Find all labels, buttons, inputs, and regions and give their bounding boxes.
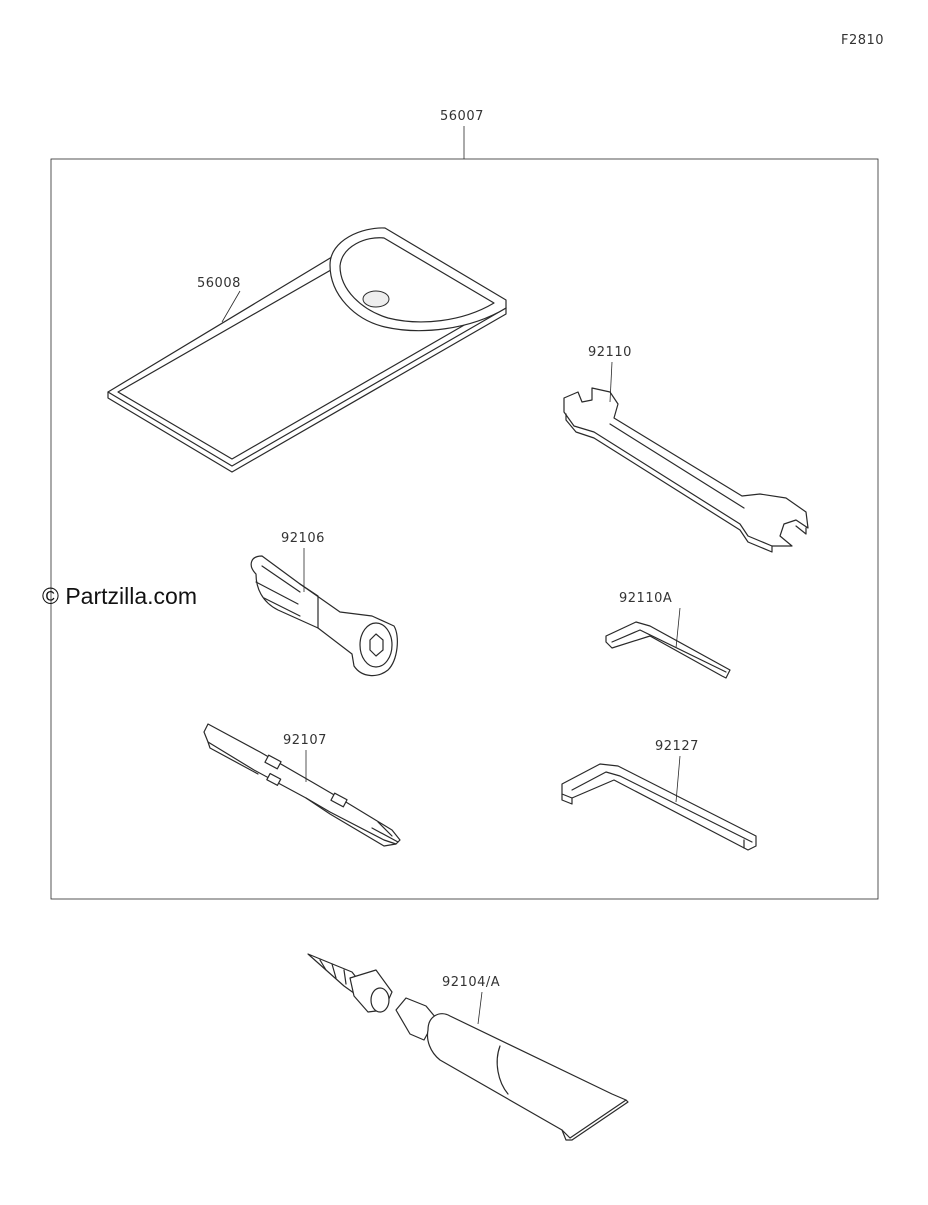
grease-nozzle-rings — [319, 959, 347, 985]
grease-tube-crimp — [561, 1099, 629, 1141]
callout-kit[interactable]: 56007 — [440, 109, 484, 124]
pouch-flap-inner — [339, 237, 495, 323]
socket-end-face — [359, 622, 393, 668]
hex-key-small-body — [605, 621, 731, 679]
pouch-edge — [107, 307, 507, 473]
tool-pouch[interactable]: 56008 — [107, 227, 507, 473]
grease-tube-label-line — [496, 1045, 509, 1095]
callout-grease-tube[interactable]: 92104/A — [442, 975, 500, 990]
screwdriver-bit[interactable]: 92107 — [203, 723, 401, 847]
wrench-body — [563, 387, 809, 547]
figure-code: F2810 — [841, 33, 884, 48]
screwdriver-phillips-tip — [371, 821, 399, 843]
grease-tube[interactable]: 92104/A — [307, 953, 629, 1141]
open-end-wrench[interactable]: 92110 — [563, 345, 809, 553]
hex-key-small-ridge — [611, 629, 727, 673]
screwdriver-clip-3 — [330, 792, 348, 808]
pouch-body — [107, 227, 507, 467]
screwdriver-clip-2 — [266, 772, 282, 786]
leader-pouch — [221, 290, 241, 323]
callout-hex-key-large[interactable]: 92127 — [655, 739, 699, 754]
hex-key-large[interactable]: 92127 — [561, 739, 757, 851]
screwdriver-edge — [207, 741, 397, 847]
grease-tube-body — [426, 1013, 627, 1139]
watermark-text: © Partzilla.com — [42, 583, 197, 609]
wrench-ridge — [609, 423, 745, 509]
socket-grip-lines — [255, 565, 301, 617]
socket-tool[interactable]: 92106 — [250, 531, 398, 677]
leader-hex-key-large — [675, 755, 681, 803]
hex-key-large-body — [561, 763, 757, 851]
hex-key-small[interactable]: 92110A — [605, 591, 731, 679]
pouch-snap-button — [362, 290, 390, 308]
kit-boundary-box — [50, 158, 879, 900]
leader-hex-key-small — [675, 607, 681, 649]
wrench-jaw-edge — [795, 525, 807, 535]
tool-kit-group: 56007 — [50, 109, 879, 900]
screwdriver-clip-1 — [264, 754, 282, 770]
callout-pouch[interactable]: 56008 — [197, 276, 241, 291]
leader-grease-tube — [477, 991, 483, 1025]
leader-wrench — [609, 361, 613, 403]
socket-hex-recess — [369, 633, 384, 657]
socket-shoulder — [299, 583, 319, 629]
wrench-thickness — [565, 413, 773, 553]
hex-key-large-ridge — [561, 771, 753, 843]
callout-hex-key-small[interactable]: 92110A — [619, 591, 672, 606]
callout-wrench[interactable]: 92110 — [588, 345, 632, 360]
callout-screwdriver[interactable]: 92107 — [283, 733, 327, 748]
callout-socket-tool[interactable]: 92106 — [281, 531, 325, 546]
grease-nozzle-cap-opening — [370, 987, 390, 1013]
